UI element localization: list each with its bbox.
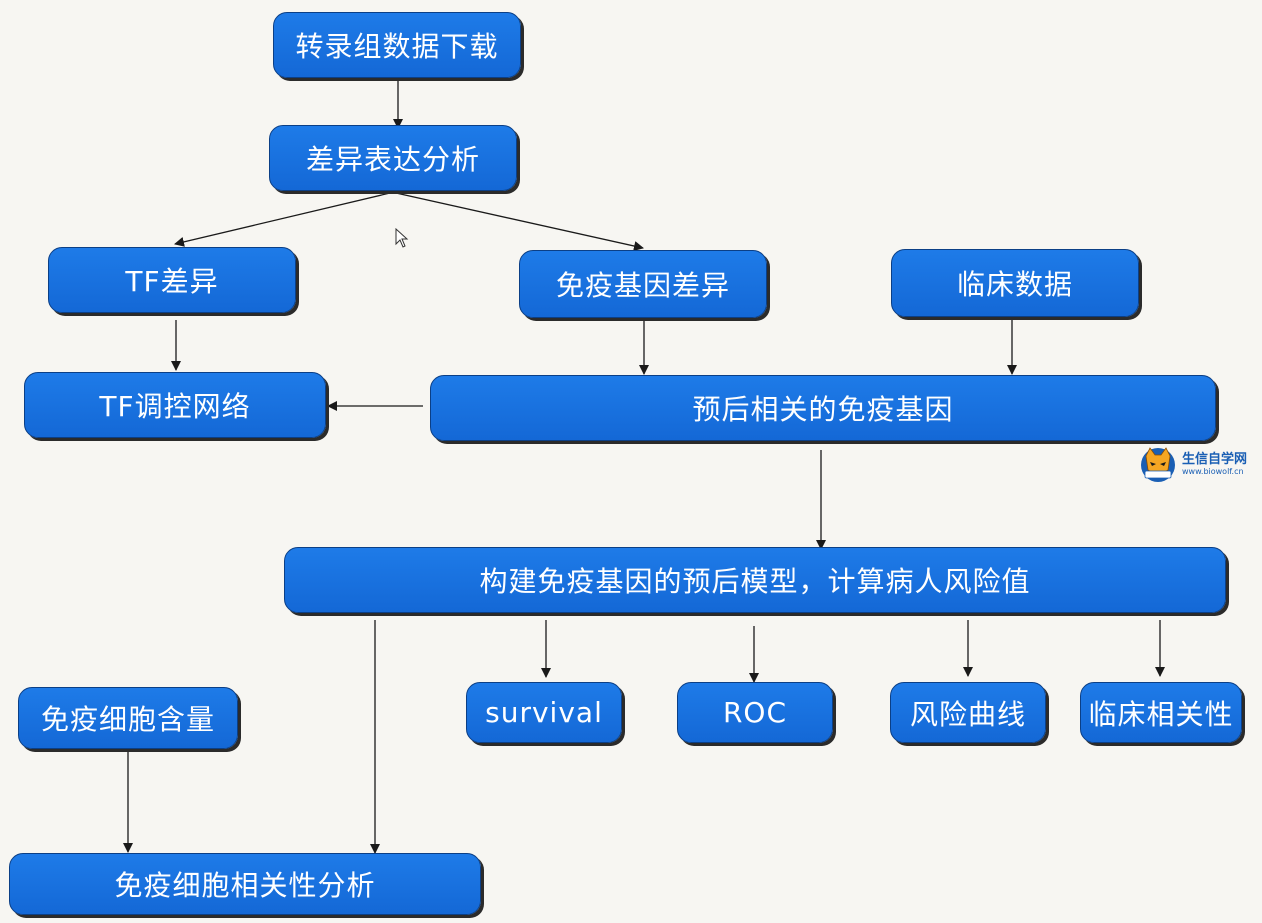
node-tf-network: TF调控网络	[24, 372, 326, 438]
node-clinical-data: 临床数据	[891, 249, 1139, 317]
node-roc: ROC	[677, 682, 833, 743]
node-diff-expression: 差异表达分析	[269, 125, 517, 191]
node-tf-diff: TF差异	[48, 247, 296, 313]
node-clinical-correlation: 临床相关性	[1080, 682, 1242, 743]
node-immune-gene-diff: 免疫基因差异	[519, 250, 767, 318]
watermark-url: www.biowolf.cn	[1182, 466, 1244, 476]
watermark-name: 生信自学网	[1182, 451, 1248, 467]
node-immune-cell-content: 免疫细胞含量	[18, 687, 238, 749]
wolf-logo-icon	[1141, 447, 1175, 482]
node-rnaseq-download: 转录组数据下载	[273, 12, 521, 78]
node-prognostic-immune-genes: 预后相关的免疫基因	[430, 375, 1216, 441]
mouse-cursor-icon	[395, 228, 409, 248]
node-survival: survival	[466, 682, 622, 743]
node-build-model: 构建免疫基因的预后模型，计算病人风险值	[284, 547, 1226, 613]
edge-diff-to-immune	[395, 192, 644, 251]
node-immune-cell-correlation: 免疫细胞相关性分析	[9, 853, 481, 915]
watermark-logo: 生信自学网 www.biowolf.cn	[1138, 444, 1260, 484]
node-risk-curve: 风险曲线	[890, 682, 1046, 743]
edge-diff-to-tf	[174, 192, 391, 247]
